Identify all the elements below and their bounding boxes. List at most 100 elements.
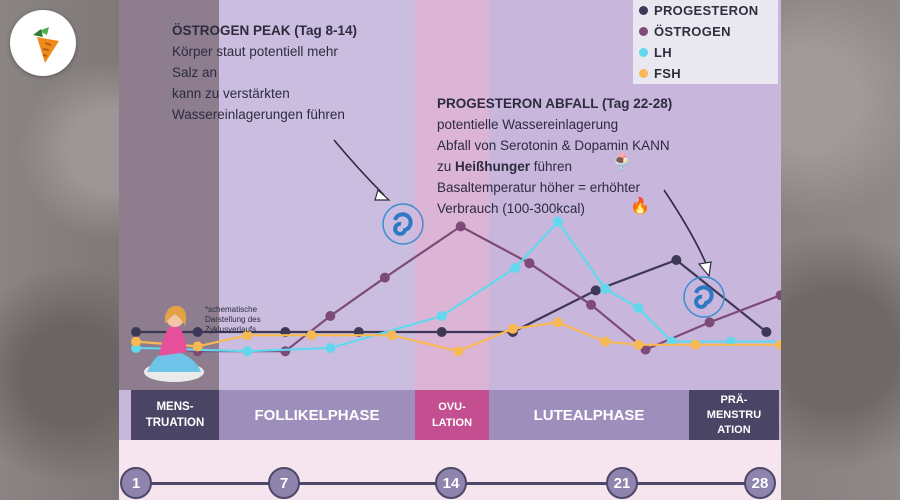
series-point-lh [552,216,563,227]
day-timeline: 1 7 14 21 28 [119,440,781,500]
phase-mens-line2: TRUATION [145,417,205,429]
series-point-progesteron [671,255,682,265]
arrow-oestrogen [333,139,385,196]
note-oestrogen-peak: ÖSTROGEN PEAK (Tag 8-14) Körper staut po… [172,20,357,125]
series-point-strogen [379,272,390,283]
note-line3-bold: Heißhunger [455,159,531,174]
note-progesteron-line3: zu Heißhunger führen [437,156,672,177]
legend-label-progesteron: PROGESTERON [654,2,759,18]
series-point-strogen [325,311,336,321]
series-point-fsh [453,346,464,357]
series-point-lh [510,263,521,273]
series-point-fsh [690,339,701,350]
legend-label-oestrogen: ÖSTROGEN [654,23,731,39]
legend-item-progesteron: PROGESTERON [639,1,758,19]
timeline-day-7-label: 7 [279,474,289,492]
note-progesteron-line5: Verbrauch (100-300kcal) [437,201,585,216]
legend-item-fsh: FSH [639,64,681,82]
series-point-lh [242,346,253,357]
series-point-strogen [775,290,781,301]
arrow-head-progesteron [697,261,712,278]
note-progesteron-line1: potentielle Wassereinlagerung [437,117,619,132]
series-point-progesteron [131,327,141,337]
legend-dot-fsh [639,68,648,78]
phase-luteal: LUTEALPHASE [489,390,689,440]
note-oestrogen-line4: Wassereinlagerungen führen [172,107,345,122]
series-point-fsh [600,336,611,347]
phase-premenstruation: PRÄ- MENSTRU ATION [689,390,779,440]
timeline-day-1: 1 [120,467,152,499]
series-point-fsh [242,330,253,341]
legend-item-oestrogen: ÖSTROGEN [639,22,731,40]
series-point-fsh [775,339,781,350]
note-progesteron-line4: Basaltemperatur höher = erhöhter [437,180,640,195]
phase-mens-line1: MENS- [156,401,194,413]
series-point-fsh [552,317,563,328]
note-progesteron-line2: Abfall von Serotonin & Dopamin KANN [437,138,670,153]
phase-pra-line3: ATION [717,423,751,436]
phase-menstruation: MENS- TRUATION [131,390,219,440]
note-line3-pre: zu [437,159,456,174]
series-point-strogen [524,258,535,269]
series-point-lh [600,283,611,294]
legend-item-lh: LH [639,43,672,61]
series-point-lh [633,303,644,313]
schematic-line1: *schematische [205,305,258,314]
note-oestrogen-line2: Salz an [172,65,218,80]
note-progesteron-title: PROGESTERON ABFALL (Tag 22-28) [437,96,673,111]
series-point-progesteron [761,327,772,337]
series-point-fsh [192,341,203,352]
timeline-day-21-label: 21 [613,474,631,492]
phase-pra-line2: MENSTRU [706,408,762,421]
series-point-progesteron [436,327,447,337]
hormone-line-chart [131,139,781,382]
series-point-strogen [586,299,597,310]
arrow-progesteron [663,189,708,267]
timeline-day-7: 7 [268,467,300,499]
phase-ovulation: OVU- LATION [415,390,489,440]
series-point-fsh [386,330,397,341]
series-line-fsh [135,321,781,353]
sitting-woman-illustration [144,305,204,382]
note-oestrogen-line3: kann zu verstärkten [172,86,290,101]
swirl-marker-progesteron [683,276,725,318]
note-oestrogen-title: ÖSTROGEN PEAK (Tag 8-14) [172,23,358,38]
phase-ovu-line2: LATION [431,417,473,429]
timeline-day-14: 14 [435,467,467,499]
series-point-strogen [455,221,466,232]
carrot-logo-icon [33,27,59,63]
schematic-line2: Darstellung des [205,315,261,324]
legend-label-fsh: FSH [654,65,681,81]
logo [10,10,76,76]
legend-dot-progesteron [639,5,648,15]
note-oestrogen-line1: Körper staut potentiell mehr [172,44,338,59]
series-point-fsh [131,336,141,347]
fire-icon: 🔥 [630,198,650,215]
phase-lut-label: LUTEALPHASE [533,406,645,424]
series-point-strogen [704,317,715,328]
series-point-progesteron [590,285,601,296]
timeline-day-28: 28 [744,467,776,499]
series-point-fsh [633,339,644,350]
series-point-strogen [280,346,291,357]
phase-pra-line1: PRÄ- [720,393,748,406]
arrow-head-oestrogen [374,188,391,201]
note-progesteron-abfall: PROGESTERON ABFALL (Tag 22-28) potentiel… [437,93,672,219]
note-line3-post: führen [530,159,573,174]
timeline-day-1-label: 1 [131,474,141,492]
timeline-day-14-label: 14 [442,474,460,492]
timeline-day-28-label: 28 [751,474,769,492]
ice-cream-icon: 🍨 [612,154,632,171]
band-ovulation [415,0,489,390]
series-point-lh [325,343,336,353]
phase-ovu-line1: OVU- [438,401,466,413]
series-point-progesteron [192,327,203,337]
legend-dot-lh [639,47,648,57]
series-point-fsh [306,330,317,341]
legend-label-lh: LH [654,44,672,60]
legend-dot-oestrogen [639,26,648,36]
phase-foll-label: FOLLIKELPHASE [254,406,380,424]
series-point-lh [436,311,447,321]
schematic-note: *schematische Darstellung des Zyklusverl… [205,305,261,335]
schematic-line3: Zyklusverlaufs [205,325,257,334]
